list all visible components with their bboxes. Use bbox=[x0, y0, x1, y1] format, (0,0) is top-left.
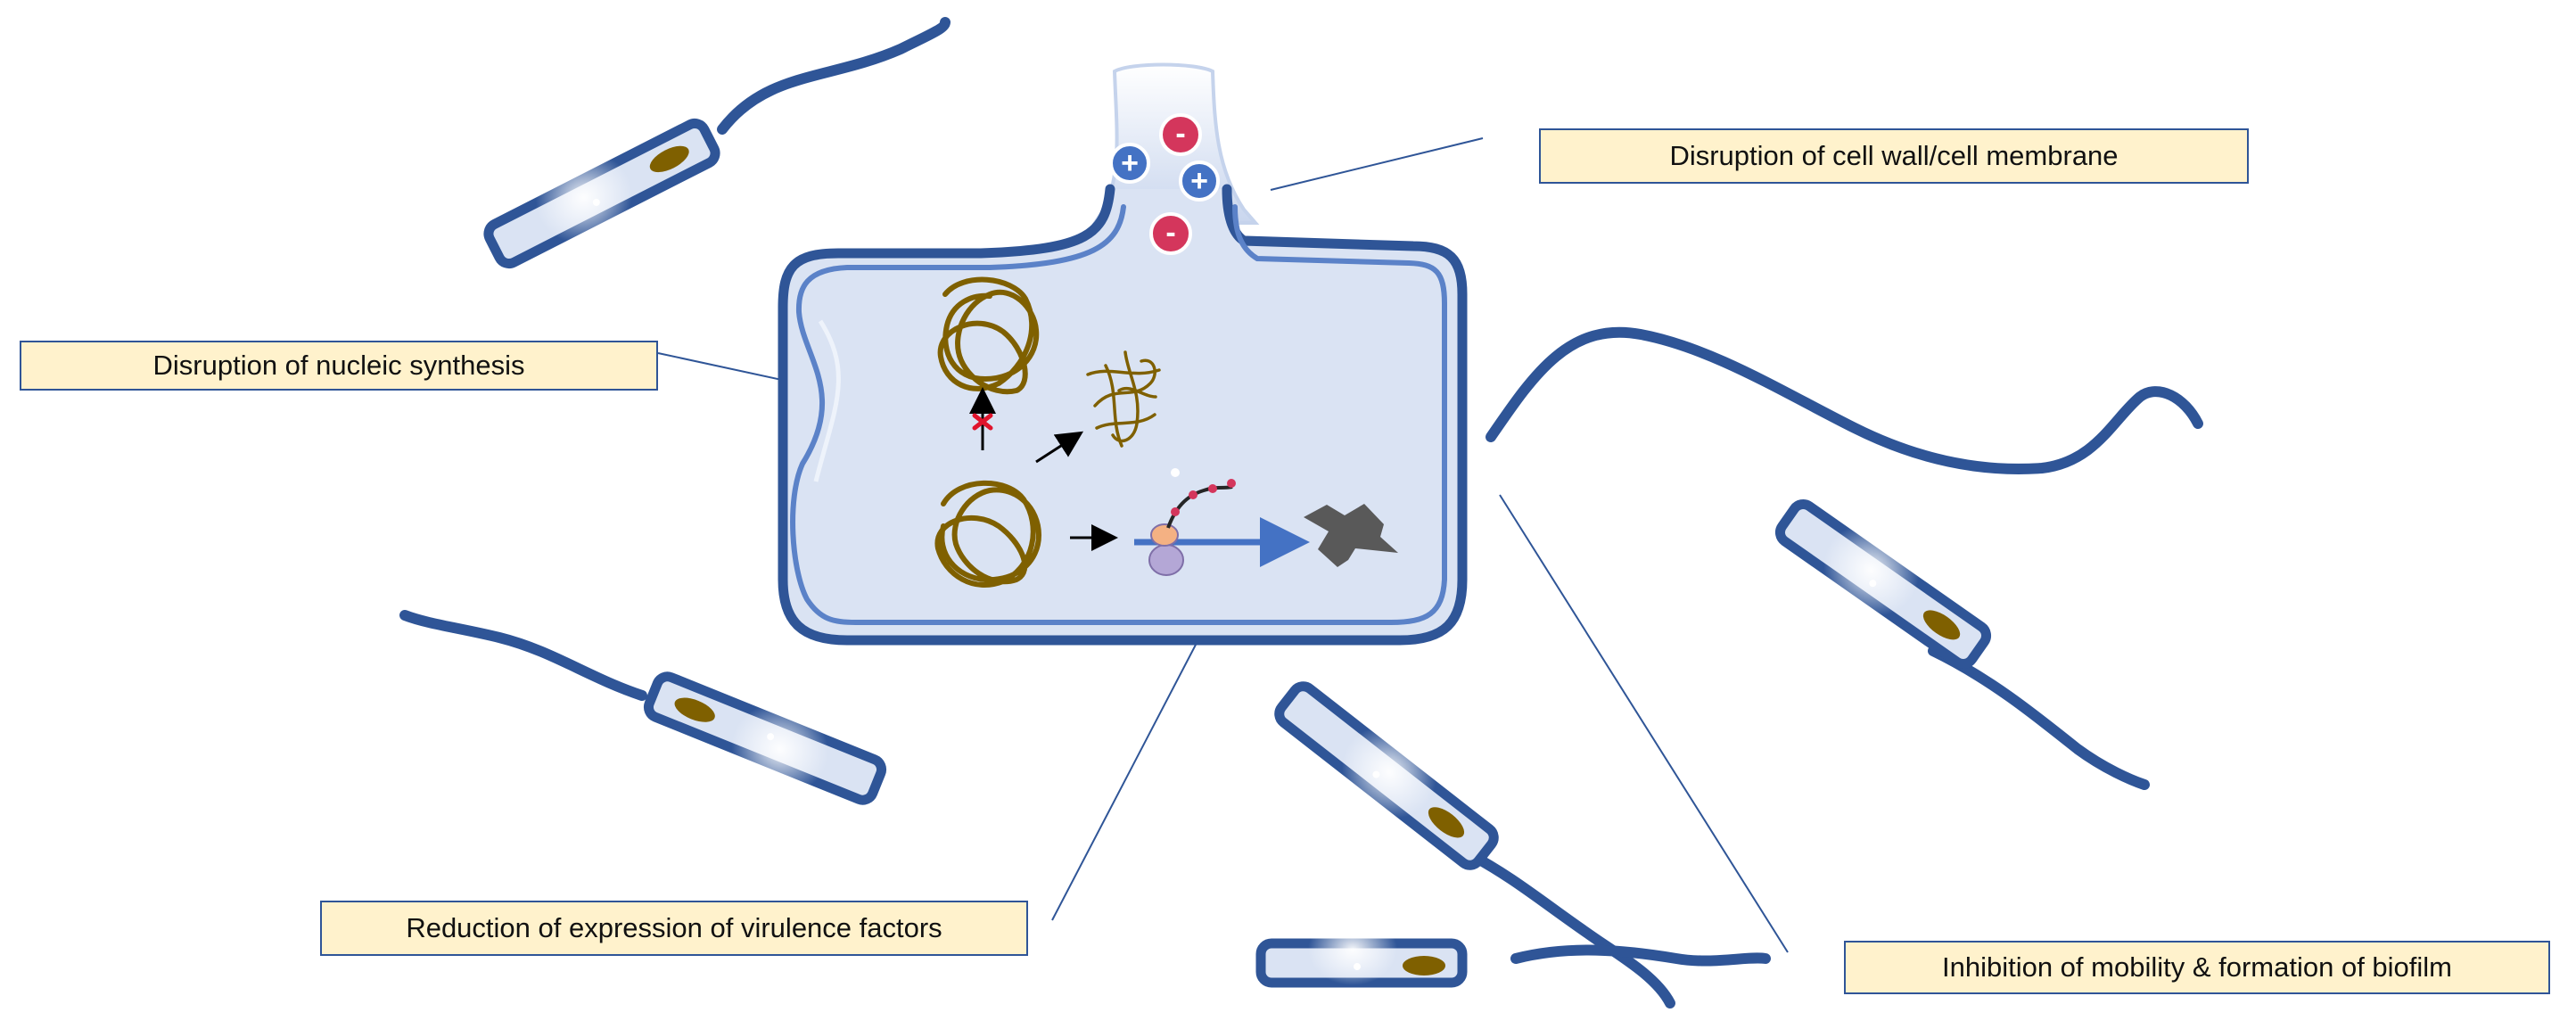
bacterium-top-left bbox=[483, 118, 720, 269]
flagella bbox=[399, 17, 2203, 1008]
label-mobility-biofilm: Inhibition of mobility & formation of bi… bbox=[1844, 941, 2550, 994]
bacterium-left bbox=[643, 671, 887, 805]
membrane-sheen bbox=[813, 319, 841, 482]
ribosome-small-subunit bbox=[1150, 523, 1179, 547]
ribosome-large-subunit bbox=[1148, 544, 1184, 576]
main-bacterial-cell: - + + - bbox=[778, 62, 1468, 646]
plus-ion-right-sign: + bbox=[1190, 164, 1208, 198]
leader-line-cell-wall bbox=[1270, 137, 1484, 191]
dna-tangle-bottom bbox=[934, 480, 1042, 588]
flagellum-free bbox=[1486, 326, 2203, 474]
plus-ion-left: + bbox=[1109, 143, 1150, 184]
label-cell-wall-text: Disruption of cell wall/cell membrane bbox=[1669, 140, 2119, 171]
dna-fragment bbox=[1086, 350, 1161, 448]
flagellum-left bbox=[399, 610, 647, 701]
label-mobility-text: Inhibition of mobility & formation of bi… bbox=[1941, 951, 2453, 983]
label-virulence-text: Reduction of expression of virulence fac… bbox=[406, 912, 942, 943]
leader-line-mobility bbox=[1499, 494, 1789, 953]
minus-ion-bottom-sign: - bbox=[1165, 216, 1175, 250]
label-virulence-factors: Reduction of expression of virulence fac… bbox=[320, 901, 1028, 956]
flagellum-right bbox=[1928, 646, 2150, 790]
minus-ion-top-sign: - bbox=[1175, 117, 1185, 151]
peptide-residues bbox=[1171, 479, 1236, 516]
virulence-protein bbox=[1304, 504, 1398, 567]
minus-ion-bottom: - bbox=[1149, 212, 1192, 255]
plus-ion-right: + bbox=[1179, 161, 1220, 202]
highlight-dot bbox=[1171, 468, 1180, 477]
cell-inner-membrane bbox=[790, 204, 1447, 625]
bacterium-right bbox=[1774, 498, 1992, 670]
flagellum-top-left bbox=[717, 17, 951, 135]
cell-outer-wall bbox=[778, 184, 1468, 646]
flagellum-bottom bbox=[1510, 944, 1771, 967]
flagellum-bottom-center bbox=[1464, 849, 1675, 1008]
minus-ion-top: - bbox=[1159, 113, 1202, 156]
plus-ion-left-sign: + bbox=[1121, 146, 1139, 180]
label-nucleic-text: Disruption of nucleic synthesis bbox=[152, 350, 525, 381]
bacterium-bottom-center bbox=[1274, 681, 1499, 870]
label-nucleic-synthesis: Disruption of nucleic synthesis bbox=[20, 341, 658, 391]
label-cell-wall-disruption: Disruption of cell wall/cell membrane bbox=[1539, 128, 2249, 184]
bacterium-bottom bbox=[1255, 914, 1468, 988]
block-mark bbox=[972, 413, 993, 431]
arrow-to-fragment bbox=[1035, 431, 1084, 464]
